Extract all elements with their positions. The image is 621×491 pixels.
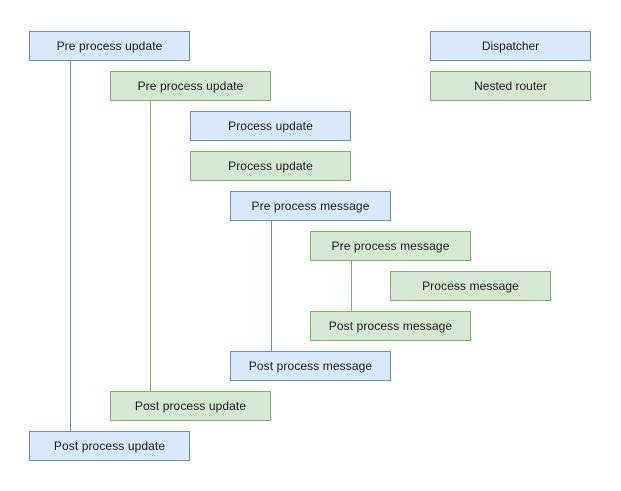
legend-item-nested-router: Nested router (430, 71, 591, 101)
process-node[interactable]: Post process message (230, 351, 391, 381)
connector-n2-to-n10 (150, 101, 151, 391)
process-node[interactable]: Post process update (29, 431, 190, 461)
connector-n1-to-n11 (70, 61, 71, 431)
process-node[interactable]: Pre process message (310, 231, 471, 261)
process-node[interactable]: Pre process update (110, 71, 271, 101)
process-node[interactable]: Post process update (110, 391, 271, 421)
process-node[interactable]: Post process message (310, 311, 471, 341)
process-node[interactable]: Process update (190, 111, 351, 141)
process-node[interactable]: Pre process update (29, 31, 190, 61)
connector-n5-to-n9 (271, 221, 272, 351)
process-node[interactable]: Process update (190, 151, 351, 181)
process-node[interactable]: Process message (390, 271, 551, 301)
legend-item-dispatcher: Dispatcher (430, 31, 591, 61)
process-node[interactable]: Pre process message (230, 191, 391, 221)
connector-n6-to-n8 (351, 261, 352, 311)
